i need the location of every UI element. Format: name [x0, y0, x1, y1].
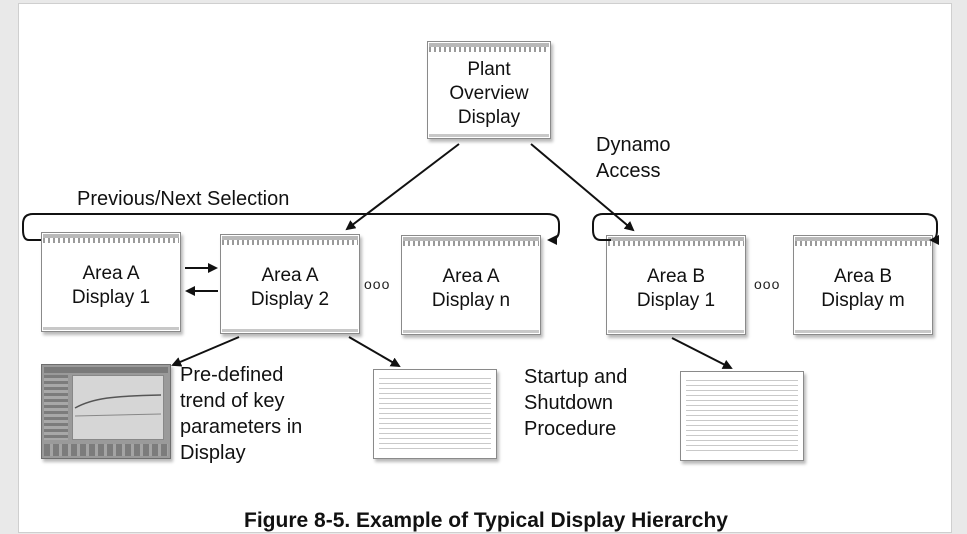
area-a-display-1-window: Area A Display 1 — [41, 232, 181, 332]
window-status-bar — [795, 330, 931, 333]
window-status-bar — [222, 329, 358, 332]
trend-parameter-list — [44, 375, 68, 440]
procedure-description: Startup and Shutdown Procedure — [524, 366, 628, 440]
area-a-display-1-label: Area A Display 1 — [71, 263, 151, 308]
window-status-bar — [43, 327, 179, 330]
area-a-cycle-loop — [22, 213, 560, 245]
area-a-display-n-window: Area A Display n — [401, 235, 541, 335]
arrow-b1-to-procedure — [671, 337, 733, 369]
area-b-display-m-label: Area B Display m — [821, 266, 905, 311]
window-toolbar — [403, 241, 539, 246]
window-toolbar — [222, 240, 358, 245]
arrow-a2-to-procedure — [348, 336, 401, 368]
area-a-display-2-label: Area A Display 2 — [250, 265, 330, 310]
window-status-bar — [403, 330, 539, 333]
area-b-display-m-window: Area B Display m — [793, 235, 933, 335]
document-text-lines — [686, 380, 798, 454]
procedure-document-a — [373, 369, 497, 459]
area-b-display-1-window: Area B Display 1 — [606, 235, 746, 335]
window-toolbar — [43, 238, 179, 243]
trend-status-strip — [44, 444, 168, 456]
window-status-bar — [429, 134, 549, 137]
document-text-lines — [379, 378, 491, 452]
trend-title-bar — [44, 367, 168, 373]
window-status-bar — [608, 330, 744, 333]
arrow-a2-to-trend — [171, 336, 240, 367]
trend-plot-area — [72, 375, 164, 440]
window-title-bar — [608, 237, 744, 241]
area-a-display-2-window: Area A Display 2 — [220, 234, 360, 334]
arrow-overview-to-area-a — [345, 143, 460, 231]
dynamo-access-label: Dynamo Access — [596, 134, 671, 182]
procedure-document-b — [680, 371, 804, 461]
plant-overview-window: Plant Overview Display — [427, 41, 551, 139]
area-a-display-n-label: Area A Display n — [431, 266, 511, 311]
arrow-overview-to-area-b — [530, 143, 635, 232]
window-toolbar — [429, 47, 549, 52]
window-toolbar — [795, 241, 931, 246]
area-a-ellipsis: ooo — [364, 276, 391, 292]
window-toolbar — [608, 241, 744, 246]
area-b-ellipsis: ooo — [754, 276, 781, 292]
window-title-bar — [429, 43, 549, 47]
trend-display-thumbnail — [41, 364, 171, 459]
window-title-bar — [403, 237, 539, 241]
trend-line-icon — [74, 394, 162, 417]
trend-description: Pre-defined trend of key parameters in D… — [180, 364, 303, 464]
window-title-bar — [43, 234, 179, 238]
window-title-bar — [795, 237, 931, 241]
area-b-cycle-loop — [592, 213, 940, 245]
area-b-display-1-label: Area B Display 1 — [636, 266, 716, 311]
window-title-bar — [222, 236, 358, 240]
figure-panel: Plant Overview Display Area A Display 1 … — [18, 3, 952, 533]
connector-layer — [22, 143, 940, 369]
plant-overview-label: Plant Overview Display — [449, 59, 529, 128]
previous-next-label: Previous/Next Selection — [77, 188, 290, 210]
figure-caption: Figure 8-5. Example of Typical Display H… — [244, 509, 728, 532]
